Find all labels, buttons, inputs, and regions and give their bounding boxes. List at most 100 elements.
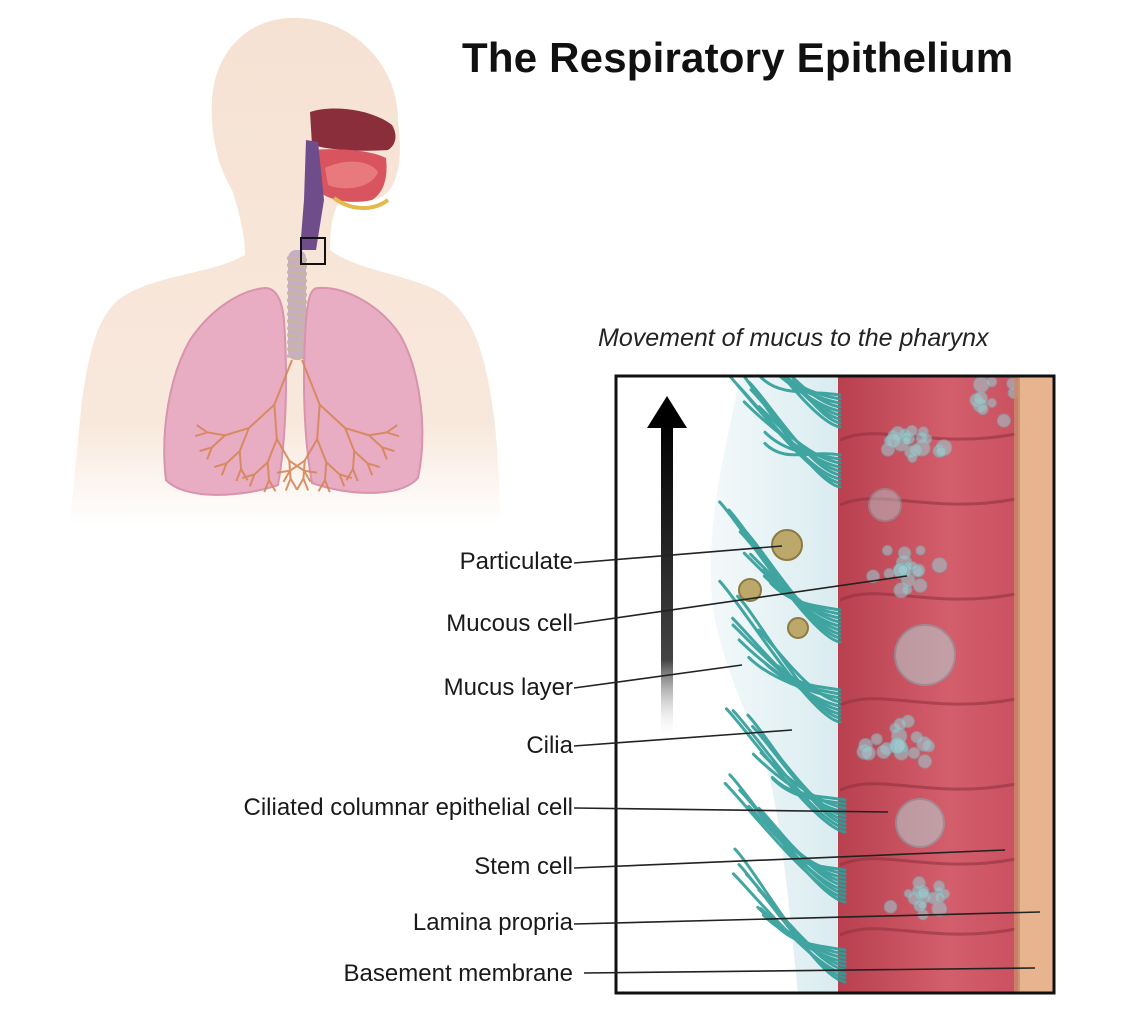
leader-ciliated-cell bbox=[573, 807, 889, 813]
cell-boundary bbox=[839, 927, 1017, 937]
trachea-ring bbox=[286, 312, 308, 318]
leader-mucous-cell bbox=[573, 575, 908, 625]
bronchus-branch bbox=[238, 427, 250, 452]
bronchus-branch bbox=[368, 431, 387, 437]
mucous-vesicle bbox=[895, 798, 945, 848]
cilium bbox=[731, 872, 847, 976]
nasal-cavity bbox=[310, 108, 396, 151]
cilium bbox=[784, 376, 842, 421]
cell-boundary bbox=[839, 697, 1017, 707]
bronchus-branch bbox=[275, 438, 291, 462]
mucous-granule bbox=[902, 436, 912, 446]
trachea-ring bbox=[286, 340, 308, 346]
particulate bbox=[738, 578, 762, 602]
trachea-ring bbox=[286, 298, 308, 304]
tongue bbox=[325, 161, 378, 189]
bronchus-branch bbox=[235, 468, 242, 482]
mucous-granule bbox=[896, 564, 909, 577]
basement-membrane-line bbox=[1014, 376, 1020, 993]
cilium bbox=[731, 709, 847, 830]
bronchus-branch bbox=[366, 462, 374, 476]
bronchus-branch bbox=[253, 461, 269, 476]
bronchus-branch bbox=[386, 424, 398, 434]
cell-boundary bbox=[839, 592, 1017, 602]
bronchus-branch bbox=[266, 438, 278, 463]
page-title: The Respiratory Epithelium bbox=[462, 34, 1014, 81]
cilium bbox=[742, 376, 842, 489]
bronchus-branch bbox=[238, 451, 243, 470]
cilium bbox=[718, 500, 842, 644]
bronchus-branch bbox=[367, 462, 381, 468]
bronchial-tree bbox=[194, 359, 400, 493]
cilium bbox=[783, 376, 842, 417]
mucous-granule bbox=[973, 390, 989, 406]
bronchus-branch bbox=[381, 446, 388, 460]
label-mucus-layer: Mucus layer bbox=[443, 674, 573, 701]
mucous-granule bbox=[996, 413, 1011, 428]
bronchus-branch bbox=[317, 479, 326, 492]
bronchus-branch bbox=[207, 431, 226, 437]
cilium bbox=[733, 847, 847, 984]
bronchus-branch bbox=[289, 478, 298, 491]
bronchus-branch bbox=[273, 404, 278, 440]
leader-stem-cell bbox=[573, 849, 1006, 869]
bronchus-branch bbox=[352, 468, 359, 482]
bronchus-branch bbox=[263, 479, 270, 493]
mucous-granules bbox=[856, 376, 1020, 921]
cell-boundary bbox=[839, 857, 1017, 867]
bronchus-branch bbox=[353, 450, 369, 465]
particulate bbox=[787, 617, 809, 639]
leader-lines bbox=[573, 545, 1041, 974]
bronchus-branch bbox=[225, 450, 241, 465]
bronchus-branch bbox=[316, 438, 328, 463]
cilium bbox=[746, 713, 847, 826]
bronchus-branch bbox=[248, 473, 256, 487]
cilium bbox=[737, 638, 842, 708]
label-stem-cell: Stem cell bbox=[474, 853, 573, 880]
mucous-granule bbox=[876, 744, 891, 760]
bronchus-branch bbox=[316, 404, 321, 440]
bronchus-branch bbox=[273, 359, 293, 405]
epithelium-detail bbox=[614, 374, 1056, 995]
mucous-granule bbox=[934, 891, 946, 904]
cilium bbox=[723, 781, 847, 900]
arrow-shaft bbox=[661, 420, 673, 740]
label-particulate: Particulate bbox=[459, 548, 573, 575]
bronchus-branch bbox=[277, 469, 291, 474]
label-mucous-cell: Mucous cell bbox=[446, 610, 573, 637]
bronchus-branch bbox=[224, 427, 250, 437]
bronchus-branch bbox=[344, 427, 356, 452]
mucous-granule bbox=[912, 578, 928, 593]
mucous-granule bbox=[986, 376, 998, 388]
bronchus-branch bbox=[345, 468, 354, 481]
bronchus-branch bbox=[302, 478, 310, 491]
movement-caption: Movement of mucus to the pharynx bbox=[598, 324, 989, 352]
mucous-granule bbox=[861, 745, 876, 761]
bronchus-branch bbox=[368, 434, 383, 449]
bronchus-branch bbox=[324, 479, 331, 493]
mucous-granule bbox=[977, 403, 989, 416]
label-ciliated-columnar-epithelial-cell: Ciliated columnar epithelial cell bbox=[243, 794, 574, 821]
cilium bbox=[789, 376, 842, 425]
bronchus-branch bbox=[289, 459, 306, 472]
bronchus-branch bbox=[301, 359, 321, 405]
pharynx bbox=[300, 140, 324, 250]
mucous-granule bbox=[870, 733, 883, 746]
bronchus-branch bbox=[282, 470, 291, 483]
cell-boundary bbox=[839, 782, 1017, 792]
bronchus-branch bbox=[194, 431, 208, 438]
lamina-propria-strip bbox=[1018, 376, 1054, 993]
mucous-granule bbox=[912, 876, 926, 890]
trachea-ring bbox=[286, 277, 308, 283]
trachea-ring bbox=[286, 263, 308, 269]
mucous-granule bbox=[888, 737, 906, 755]
trachea-ring bbox=[286, 291, 308, 297]
trachea-ring bbox=[286, 305, 308, 311]
mucous-granule bbox=[881, 545, 893, 556]
mucous-granule bbox=[917, 754, 933, 769]
bronchus-branch bbox=[303, 469, 317, 474]
right-lung bbox=[303, 286, 424, 494]
mucous-granule bbox=[986, 397, 997, 408]
label-lamina-propria: Lamina propria bbox=[412, 909, 573, 936]
leader-particulate bbox=[573, 545, 783, 564]
